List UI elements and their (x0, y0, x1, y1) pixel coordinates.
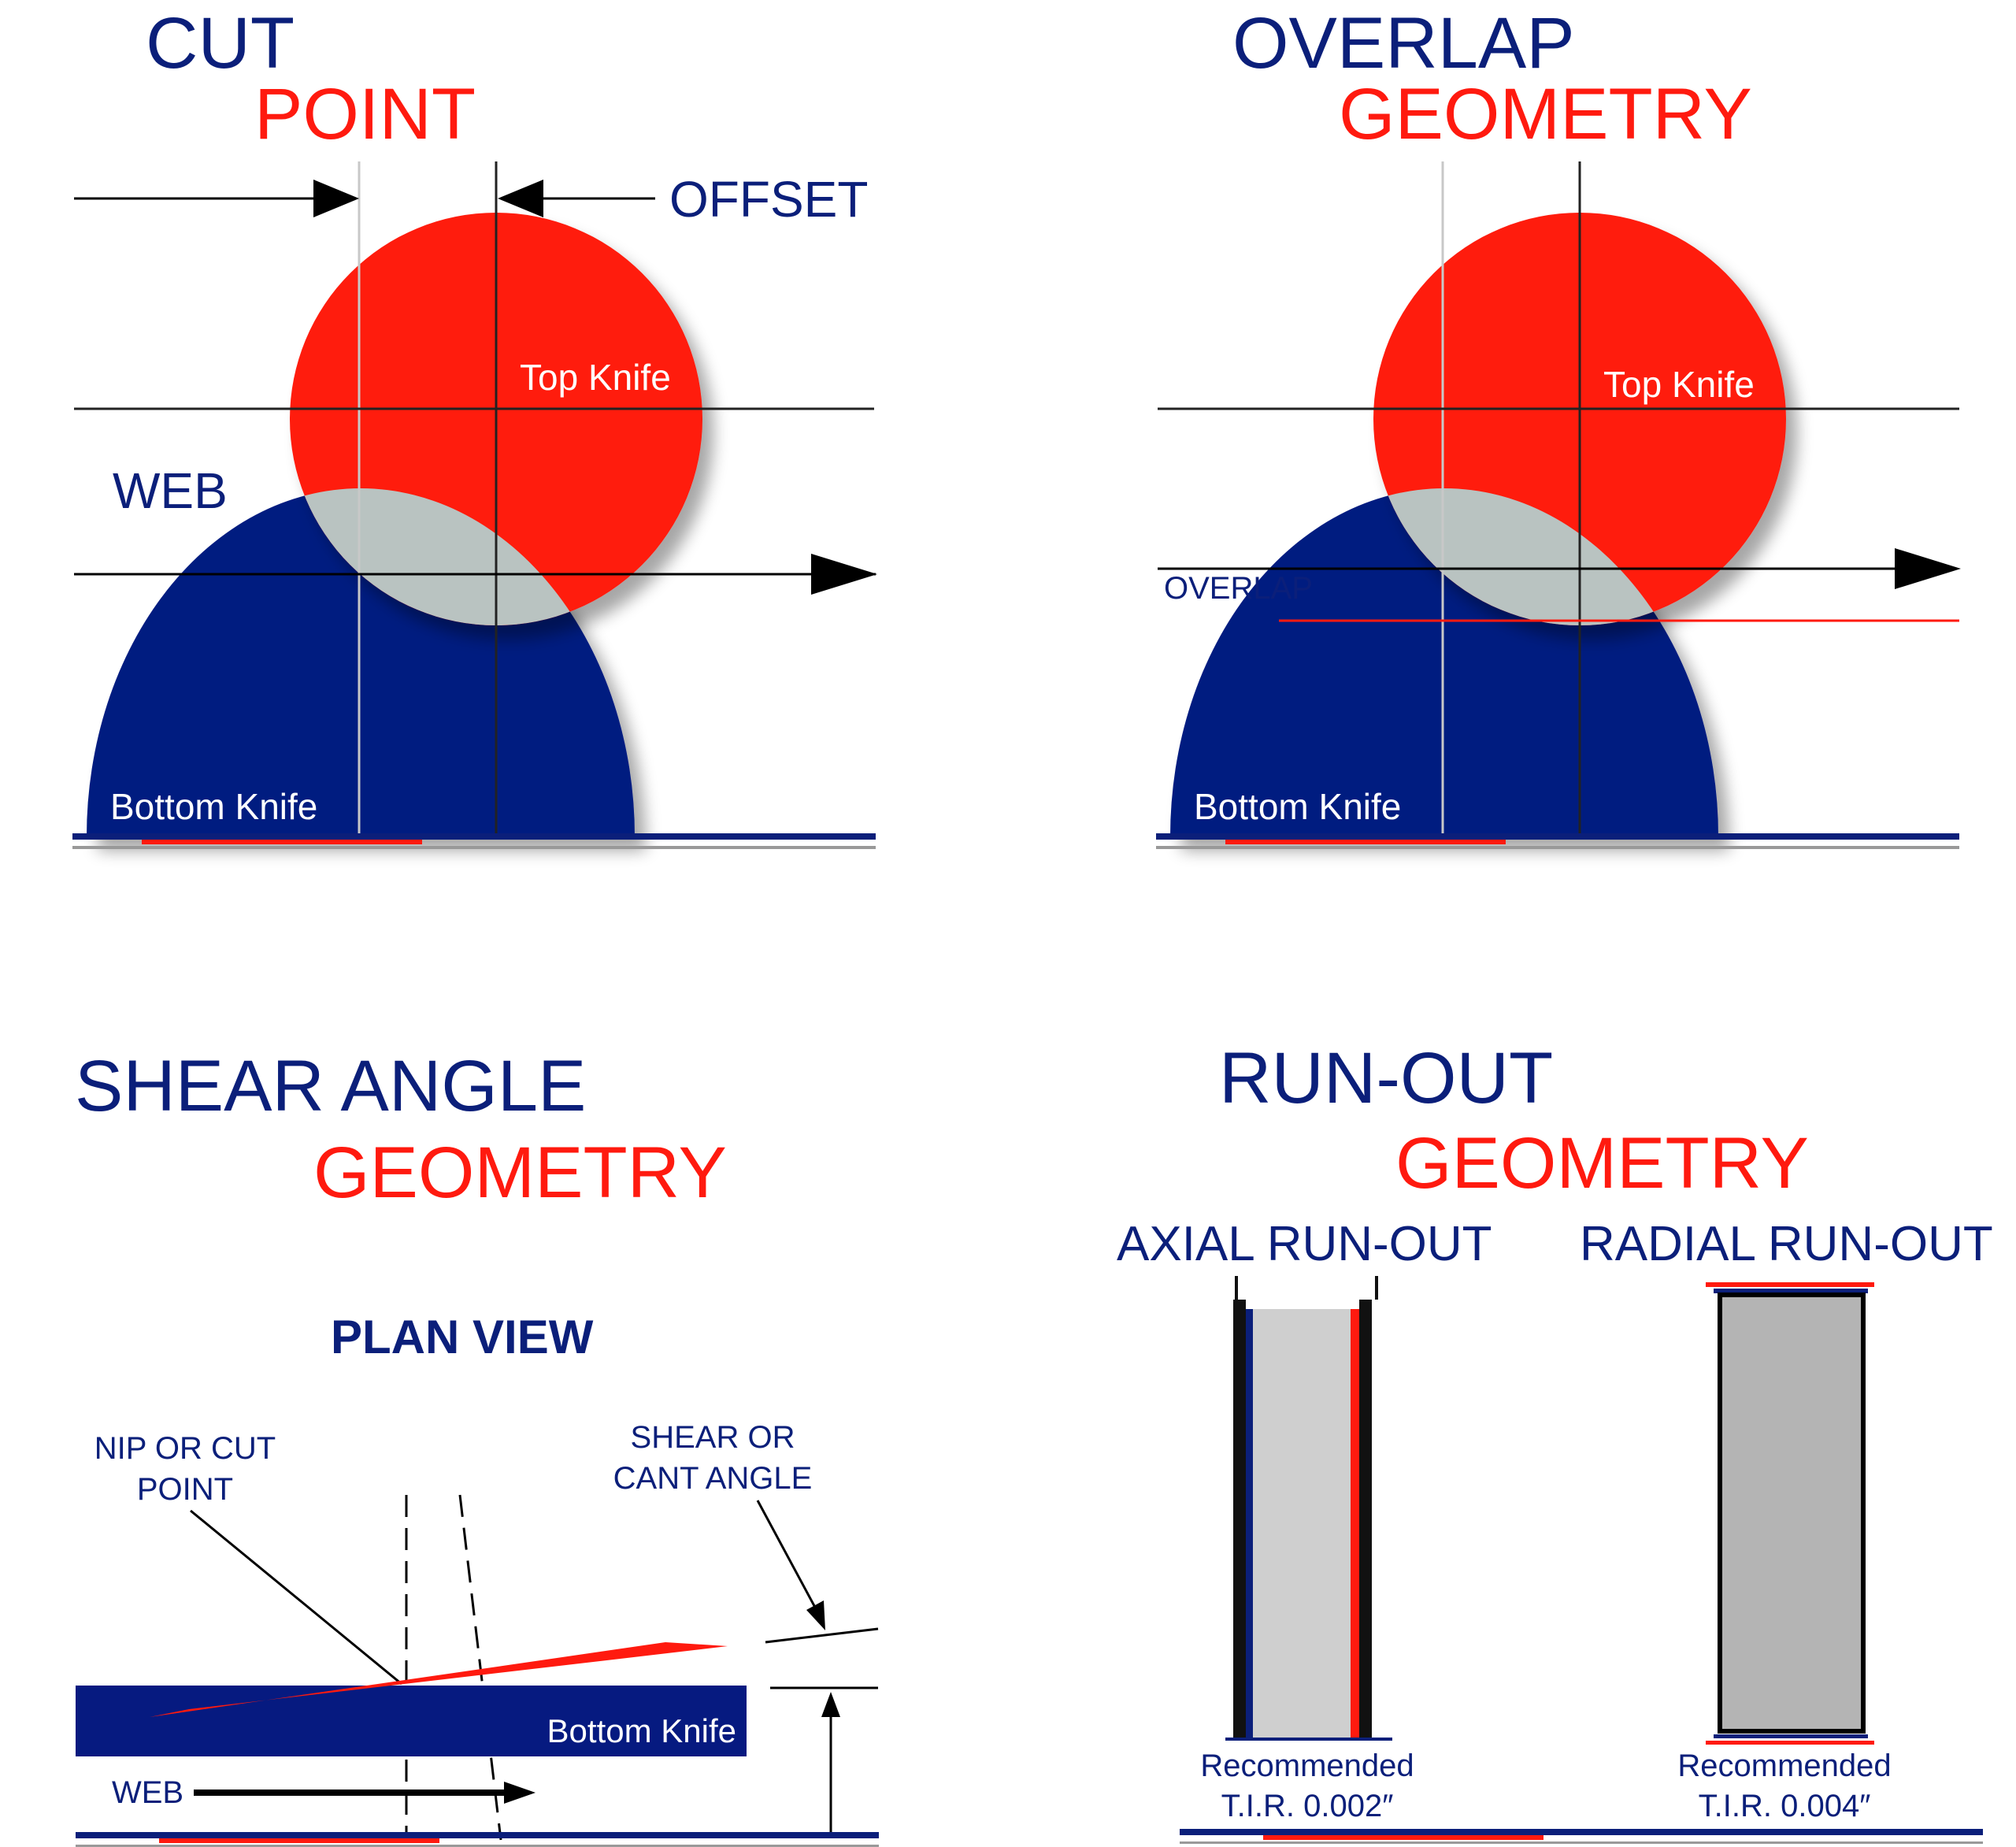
shear-title-line2: GEOMETRY (313, 1133, 727, 1213)
shear-title-line1: SHEAR ANGLE (75, 1046, 586, 1126)
height-arrow-head (821, 1692, 840, 1717)
overlap-label: OVERLAP (1164, 571, 1313, 606)
runout-title-line1: RUN-OUT (1219, 1038, 1553, 1118)
overlap-panel: OVERLAP GEOMETRY OVERLAP Top Knife Botto… (1156, 3, 1961, 849)
web-arrow-head (504, 1782, 536, 1804)
cut-point-title-line2: POINT (254, 74, 476, 154)
web-arrow-head (811, 554, 877, 595)
axial-runout-label: AXIAL RUN-OUT (1117, 1217, 1492, 1271)
radial-top-blue-line (1714, 1289, 1868, 1293)
cant-line-dashed (458, 1494, 502, 1841)
base-line (76, 1832, 879, 1838)
base-gray-line (72, 846, 876, 849)
axial-knife-body (1246, 1309, 1358, 1739)
bottom-knife-label: Bottom Knife (1194, 786, 1401, 827)
axial-recommended-line2: T.I.R. 0.002″ (1221, 1789, 1394, 1823)
cut-point-panel: CUT POINT OFFSET WEB Top Knife Bottom Kn… (72, 3, 877, 849)
top-knife-label: Top Knife (1603, 364, 1755, 405)
shear-label-line1: SHEAR OR (631, 1420, 795, 1455)
base-line (1180, 1829, 1983, 1835)
base-red-segment (1263, 1835, 1544, 1840)
nip-leader-line (190, 1509, 402, 1686)
base-gray-line (1156, 846, 1959, 849)
base-line (72, 833, 876, 840)
overlap-title-line1: OVERLAP (1232, 3, 1575, 83)
base-red-segment (159, 1838, 439, 1843)
offset-label: OFFSET (669, 171, 868, 228)
base-red-segment (142, 840, 422, 844)
axial-runout-knife (1225, 1276, 1392, 1741)
offset-right-arrow-head (498, 180, 543, 217)
shear-leader-line (756, 1500, 821, 1615)
axial-left-black-edge (1233, 1300, 1246, 1739)
radial-bottom-red-line (1706, 1741, 1874, 1745)
runout-panel: RUN-OUT GEOMETRY AXIAL RUN-OUT RADIAL RU… (1117, 1038, 1993, 1844)
runout-title-line2: GEOMETRY (1395, 1123, 1809, 1204)
bottom-knife-bar (76, 1686, 747, 1756)
nip-label-line1: NIP OR CUT (94, 1431, 276, 1466)
shear-label-line2: CANT ANGLE (613, 1461, 813, 1496)
shear-angle-panel: SHEAR ANGLE GEOMETRY PLAN VIEW NIP OR CU… (75, 1046, 879, 1847)
radial-top-red-line (1706, 1282, 1874, 1287)
axial-right-red-edge (1351, 1309, 1359, 1739)
plan-view-label: PLAN VIEW (331, 1311, 594, 1363)
base-line (1156, 833, 1959, 840)
radial-runout-knife (1706, 1282, 1874, 1745)
bottom-knife-label: Bottom Knife (110, 786, 317, 827)
base-red-segment (1225, 840, 1506, 844)
web-label: WEB (113, 462, 228, 519)
base-gray-line (1180, 1841, 1983, 1844)
nip-label-line2: POINT (137, 1472, 233, 1507)
shear-leader-arrow-head (806, 1600, 825, 1630)
axial-right-black-edge (1359, 1300, 1372, 1739)
web-arrow-head (1895, 548, 1961, 589)
radial-knife-body (1718, 1293, 1866, 1734)
offset-left-arrow-head (313, 180, 359, 217)
overlap-title-line2: GEOMETRY (1339, 74, 1752, 154)
bottom-knife-label: Bottom Knife (547, 1712, 736, 1749)
cut-point-title-line1: CUT (146, 3, 295, 83)
axial-recommended-line1: Recommended (1200, 1749, 1414, 1783)
radial-recommended-line2: T.I.R. 0.004″ (1699, 1789, 1871, 1823)
base-gray-line (76, 1845, 879, 1847)
radial-runout-label: RADIAL RUN-OUT (1580, 1217, 1993, 1271)
top-knife-label: Top Knife (520, 357, 671, 398)
web-label: WEB (112, 1775, 183, 1810)
top-knife-blade (150, 1642, 728, 1717)
angle-line-tilted (765, 1627, 879, 1644)
overlap-region (1373, 488, 1718, 625)
radial-recommended-line1: Recommended (1677, 1749, 1891, 1783)
axial-left-blue-edge (1246, 1309, 1253, 1739)
radial-bottom-blue-line (1714, 1734, 1868, 1738)
